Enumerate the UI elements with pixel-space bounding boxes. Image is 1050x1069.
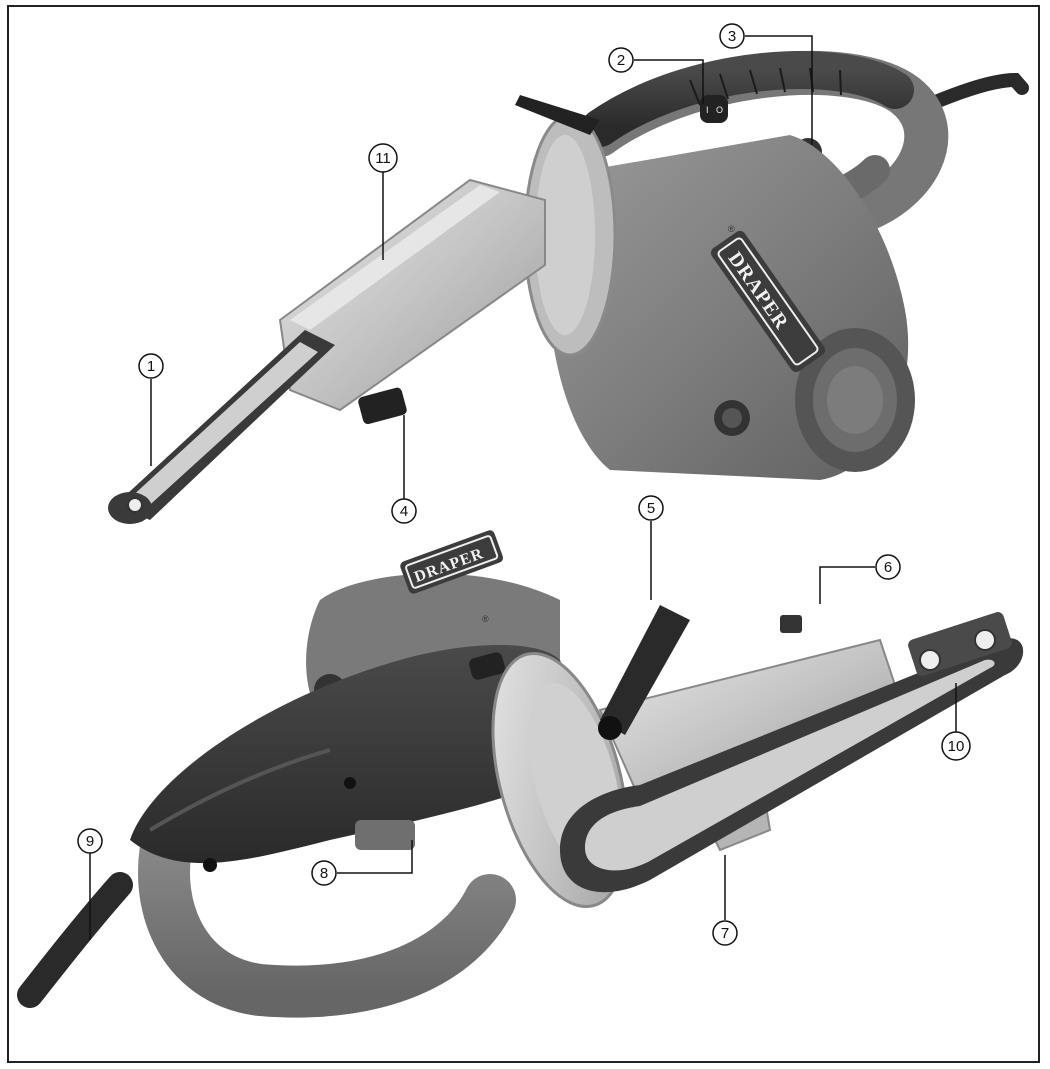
callout-8: 8 — [311, 860, 337, 886]
callout-1-label: 1 — [147, 358, 155, 375]
callout-4-label: 4 — [400, 503, 408, 520]
callout-10-label: 10 — [948, 738, 965, 755]
callout-8-label: 8 — [320, 865, 328, 882]
on-off-switch — [700, 95, 728, 123]
bottom-view-sander: DRAPER ® — [17, 530, 1024, 1018]
tracking-knob — [358, 387, 407, 425]
callout-markers: 1 2 3 4 5 6 7 8 — [77, 23, 971, 946]
callout-4: 4 — [391, 498, 417, 524]
top-grip — [581, 51, 914, 147]
callout-10: 10 — [941, 731, 971, 761]
callout-5: 5 — [638, 495, 664, 521]
callout-6: 6 — [875, 554, 901, 580]
trigger-switch — [355, 820, 415, 850]
belt-clip — [780, 615, 802, 633]
callout-9-label: 9 — [86, 833, 94, 850]
callout-11: 11 — [368, 143, 398, 173]
on-off-switch-bottom — [469, 652, 505, 680]
callout-2: 2 — [608, 47, 634, 73]
reg-mark-top: ® — [728, 224, 735, 234]
callout-1: 1 — [138, 353, 164, 379]
callout-3: 3 — [719, 23, 745, 49]
tension-lever-top — [515, 95, 600, 135]
switch-mark-on: I — [706, 105, 709, 115]
callout-5-label: 5 — [647, 500, 655, 517]
switch-mark-off: O — [716, 105, 723, 115]
callout-2-label: 2 — [617, 52, 625, 69]
callout-7-label: 7 — [721, 925, 729, 942]
leader-lines — [89, 35, 957, 940]
callout-6-label: 6 — [884, 559, 892, 576]
callout-11-label: 11 — [375, 150, 391, 167]
belt-arm-top — [278, 178, 546, 412]
top-view-sander: I O DRAPER ® — [108, 50, 1029, 524]
reg-mark-bottom: ® — [482, 614, 489, 624]
callout-3-label: 3 — [728, 28, 736, 45]
rear-handle-bottom — [138, 804, 516, 1018]
tension-lever-bottom — [600, 605, 690, 735]
power-cord-bottom — [17, 872, 133, 1008]
callout-9: 9 — [77, 828, 103, 854]
callout-7: 7 — [712, 920, 738, 946]
main-grip-bottom — [130, 645, 600, 864]
